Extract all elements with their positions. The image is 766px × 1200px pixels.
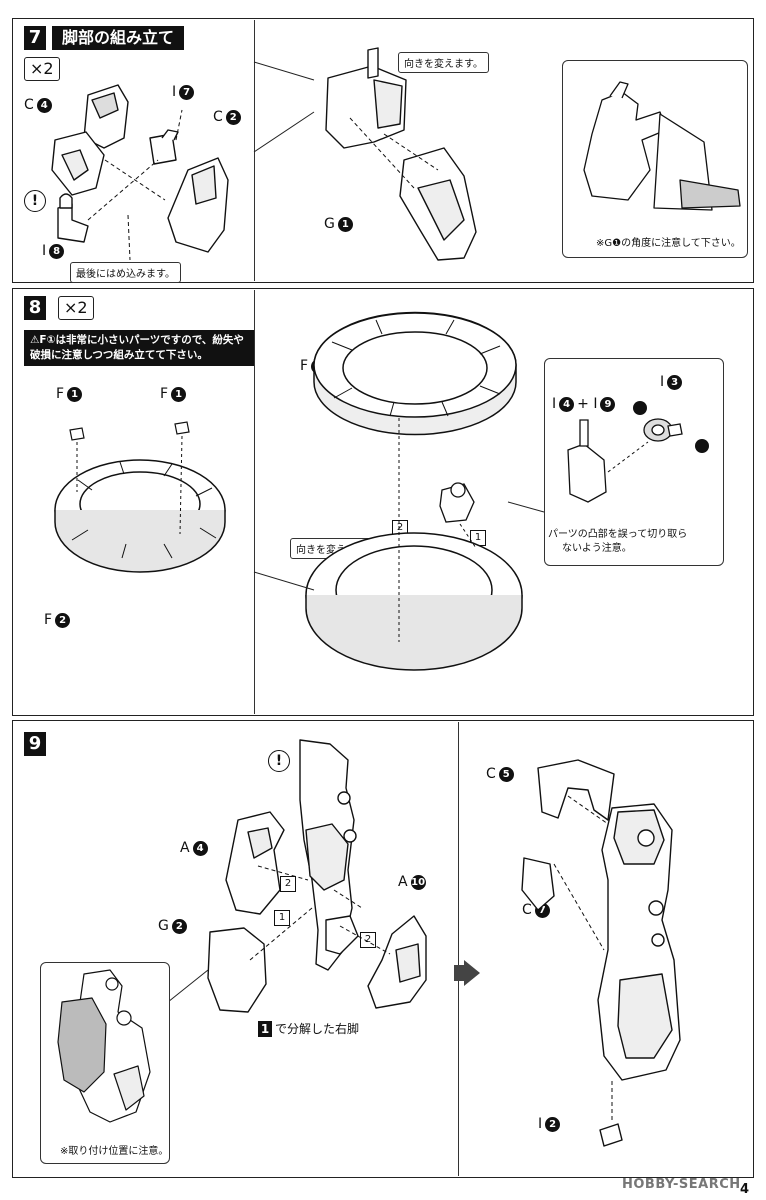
- label-g2: G 2: [158, 918, 187, 934]
- step7-note-last: 最後にはめ込みます。: [70, 262, 181, 283]
- label-a4-letter: A: [180, 840, 190, 856]
- label-g2-number: 2: [171, 918, 187, 934]
- label-a10-number: 10: [410, 874, 426, 890]
- label-a4-number: 4: [192, 840, 208, 856]
- step8-warning: ⚠F①は非常に小さいパーツですので、紛失や 破損に注意しつつ組み立てて下さい。: [24, 330, 254, 366]
- step9-step-ref-2a: 2: [280, 876, 296, 892]
- label-c4: C 4: [24, 97, 52, 113]
- label-c4-letter: C: [24, 97, 34, 113]
- label-f1a-number: 1: [67, 386, 83, 402]
- label-c5-letter: C: [486, 766, 496, 782]
- label-g1-number: 1: [337, 216, 353, 232]
- label-i7-number: 7: [179, 84, 195, 100]
- label-i2: I 2: [538, 1116, 561, 1132]
- step7-parts-drawing: [51, 84, 229, 261]
- label-i2-letter: I: [538, 1116, 543, 1132]
- step7-divider: [254, 20, 255, 281]
- step8-warning-line1: ⚠F①は非常に小さいパーツですので、紛失や: [30, 334, 244, 346]
- footer-logo: HOBBY-SEARCH: [622, 1177, 741, 1192]
- step8-note-cut: パーツの凸部を誤って切り取ら ないよう注意。: [548, 528, 687, 556]
- step9-step-ref-1: 1: [274, 910, 290, 926]
- label-f1b: F 1: [160, 386, 187, 402]
- label-i3: I 3: [660, 374, 683, 390]
- label-c2-number: 2: [225, 109, 241, 125]
- label-c2: C 2: [213, 109, 241, 125]
- label-i4-letter: I: [552, 396, 557, 412]
- label-c2-letter: C: [213, 109, 223, 125]
- step9-right-leg-caption: 1 で分解した右脚: [258, 1020, 359, 1037]
- label-f3-letter: F: [300, 358, 309, 374]
- label-c5-number: 5: [498, 766, 514, 782]
- step9-flow-arrow-icon: [464, 960, 480, 986]
- label-i4-i9: I 4 + I 9: [552, 396, 616, 412]
- step8-ring-f2-drawing: [54, 421, 226, 573]
- step9-left-drawing: [167, 739, 427, 1013]
- step9-number: 9: [24, 732, 46, 756]
- label-f2-number: 2: [55, 612, 71, 628]
- step8-note-cut-line2: ないよう注意。: [562, 543, 632, 554]
- label-i7-letter: I: [172, 84, 177, 100]
- step8-center-drawing: [253, 311, 545, 671]
- label-f1a: F 1: [56, 386, 83, 402]
- label-i9-number: 9: [600, 396, 616, 412]
- label-g1: G 1: [324, 216, 353, 232]
- step8-subassembly-drawing: [567, 401, 709, 503]
- page-number: 4: [740, 1182, 750, 1197]
- step8-divider: [254, 290, 255, 714]
- step9-note-position: ※取り付け位置に注意。: [60, 1146, 169, 1157]
- step9-right-drawing: [521, 759, 681, 1147]
- label-a4: A 4: [180, 840, 208, 856]
- step7-center-drawing: [253, 47, 477, 261]
- label-g1-letter: G: [324, 216, 335, 232]
- label-i2-number: 2: [545, 1116, 561, 1132]
- step8-multiplier: ×2: [58, 296, 94, 320]
- label-c4-number: 4: [36, 97, 52, 113]
- label-f1b-number: 1: [171, 386, 187, 402]
- label-f1b-letter: F: [160, 386, 169, 402]
- step8-note-cut-line1: パーツの凸部を誤って切り取ら: [548, 529, 688, 540]
- step9-caution-icon: !: [268, 750, 290, 772]
- label-c7-letter: C: [522, 902, 532, 918]
- step7-multiplier: ×2: [24, 57, 60, 81]
- label-g2-letter: G: [158, 918, 169, 934]
- label-i8-letter: I: [42, 243, 47, 259]
- right-leg-caption-text: で分解した右脚: [275, 1022, 360, 1036]
- right-leg-step-ref: 1: [258, 1020, 272, 1037]
- step7-number: 7: [24, 26, 46, 50]
- step7-angle-drawing: [583, 81, 741, 211]
- label-f2: F 2: [44, 612, 71, 628]
- label-i3-letter: I: [660, 374, 665, 390]
- step8-number: 8: [24, 296, 46, 320]
- label-a10-letter: A: [398, 874, 408, 890]
- step7-note-orientation: 向きを変えます。: [398, 52, 489, 73]
- step9-position-drawing: [57, 969, 151, 1123]
- step8-warning-line2: 破損に注意しつつ組み立てて下さい。: [30, 349, 208, 361]
- step7-caution-icon: !: [24, 190, 46, 212]
- step9-divider: [458, 722, 459, 1176]
- label-i7: I 7: [172, 84, 195, 100]
- label-i4-number: 4: [559, 396, 575, 412]
- label-i3-number: 3: [667, 374, 683, 390]
- label-f2-letter: F: [44, 612, 53, 628]
- label-a10: A 10: [398, 874, 426, 890]
- label-f1a-letter: F: [56, 386, 65, 402]
- label-plus-i: + I: [577, 396, 598, 412]
- step9-flow-arrow-body: [454, 965, 464, 981]
- label-i8: I 8: [42, 243, 65, 259]
- step7-title: 脚部の組み立て: [52, 26, 185, 50]
- label-c5: C 5: [486, 766, 514, 782]
- label-i8-number: 8: [49, 243, 65, 259]
- step7-note-angle: ※G❶の角度に注意して下さい。: [596, 238, 741, 249]
